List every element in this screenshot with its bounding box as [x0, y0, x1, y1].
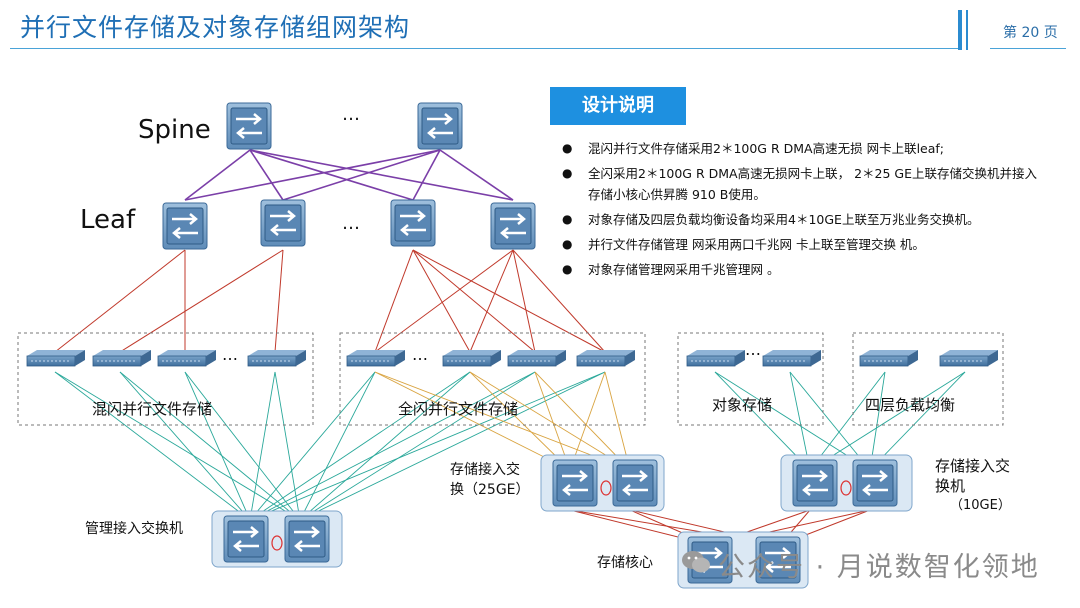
leaf-switch-2	[259, 198, 307, 248]
spine-label: Spine	[138, 115, 211, 145]
design-note-text: 对象存储管理网采用千兆管理网 。	[588, 262, 780, 277]
group-boxes	[17, 332, 1004, 426]
leaf-ellipsis: …	[342, 213, 360, 234]
access-25ge-switch-2	[611, 458, 659, 508]
page-number: 第 20 页	[1003, 25, 1058, 41]
allflash-server-1	[346, 349, 406, 367]
stack-link-25ge	[600, 480, 612, 496]
allflash-ellipsis: …	[412, 345, 428, 364]
design-note-item: ●对象存储管理网采用千兆管理网 。	[562, 262, 780, 277]
watermark: 公众号 · 月说数智化领地	[718, 552, 1040, 583]
spine-switch-2	[416, 101, 464, 151]
design-note-text: 全闪采用2＊100G R DMA高速无损网卡上联， 2＊25 GE上联存储交换机…	[588, 166, 1037, 202]
leaf-switch-3	[389, 198, 437, 248]
allflash-server-4	[576, 349, 636, 367]
access-10ge-label-2: 换机	[935, 477, 966, 495]
title-underline	[10, 48, 960, 49]
lb-server-1	[859, 349, 919, 367]
mgmt-switch-2	[283, 514, 331, 564]
allflash-server-3	[507, 349, 567, 367]
object-server-2	[762, 349, 822, 367]
mgmt-links	[54, 371, 966, 521]
stack-link-10ge	[840, 480, 852, 496]
access-25ge-label: 存储接入交 换（25GE）	[450, 462, 530, 498]
object-ellipsis: …	[745, 340, 761, 359]
design-notes-list: ●混闪并行文件存储采用2＊100G R DMA高速无损 网卡上联leaf; ●全…	[560, 138, 1040, 284]
design-note-item: ●混闪并行文件存储采用2＊100G R DMA高速无损 网卡上联leaf;	[562, 141, 945, 156]
design-note-text: 对象存储及四层负载均衡设备均采用4＊10GE上联至万兆业务交换机。	[588, 212, 980, 227]
header-accent-bar	[958, 10, 962, 50]
group-label-object: 对象存储	[712, 396, 773, 414]
hybrid-server-3	[157, 349, 217, 367]
hybrid-ellipsis: …	[222, 345, 238, 364]
allflash-server-2	[442, 349, 502, 367]
group-box-hybrid	[17, 332, 314, 426]
leaf-switch-4	[489, 201, 537, 251]
stack-link-mgmt	[271, 535, 283, 551]
core-switch-label: 存储核心	[597, 555, 653, 571]
hybrid-server-1	[26, 349, 86, 367]
access-10ge-label-3: （10GE）	[950, 498, 1011, 513]
spine-leaf-links	[184, 149, 514, 201]
design-note-text: 混闪并行文件存储采用2＊100G R DMA高速无损 网卡上联leaf;	[588, 141, 945, 156]
leaf-label: Leaf	[80, 205, 136, 235]
object-server-1	[686, 349, 746, 367]
design-note-text: 并行文件存储管理 网采用两口千兆网 卡上联至管理交换 机。	[588, 237, 925, 252]
group-label-hybrid: 混闪并行文件存储	[92, 400, 213, 418]
group-label-lb: 四层负载均衡	[865, 396, 956, 414]
wechat-icon	[682, 551, 710, 573]
mgmt-switch-1	[222, 514, 270, 564]
spine-ellipsis: …	[342, 104, 360, 125]
leaf-server-links	[54, 249, 606, 353]
spine-switch-1	[225, 101, 273, 151]
page-number-underline	[990, 48, 1066, 49]
hybrid-server-4	[247, 349, 307, 367]
access-10ge-switch-1	[791, 458, 839, 508]
lb-server-2	[939, 349, 999, 367]
hybrid-server-2	[92, 349, 152, 367]
access-25ge-switch-1	[551, 458, 599, 508]
header-accent-bar-thin	[966, 10, 968, 50]
design-note-item: ●对象存储及四层负载均衡设备均采用4＊10GE上联至万兆业务交换机。	[562, 212, 980, 227]
page-title: 并行文件存储及对象存储组网架构	[20, 13, 411, 42]
design-note-item: ●全闪采用2＊100G R DMA高速无损网卡上联， 2＊25 GE上联存储交换…	[562, 166, 1037, 202]
group-box-allflash	[339, 332, 646, 426]
mgmt-switch-label: 管理接入交换机	[85, 521, 183, 537]
group-label-allflash: 全闪并行文件存储	[398, 400, 519, 418]
access-10ge-switch-2	[851, 458, 899, 508]
design-note-item: ●并行文件存储管理 网采用两口千兆网 卡上联至管理交换 机。	[562, 237, 925, 252]
access-10ge-label-1: 存储接入交	[935, 457, 1011, 475]
access-25ge-links	[374, 371, 631, 471]
design-notes-heading: 设计说明	[550, 87, 686, 125]
group-box-object	[677, 332, 824, 426]
group-box-lb	[852, 332, 1004, 426]
leaf-switch-1	[161, 201, 209, 251]
